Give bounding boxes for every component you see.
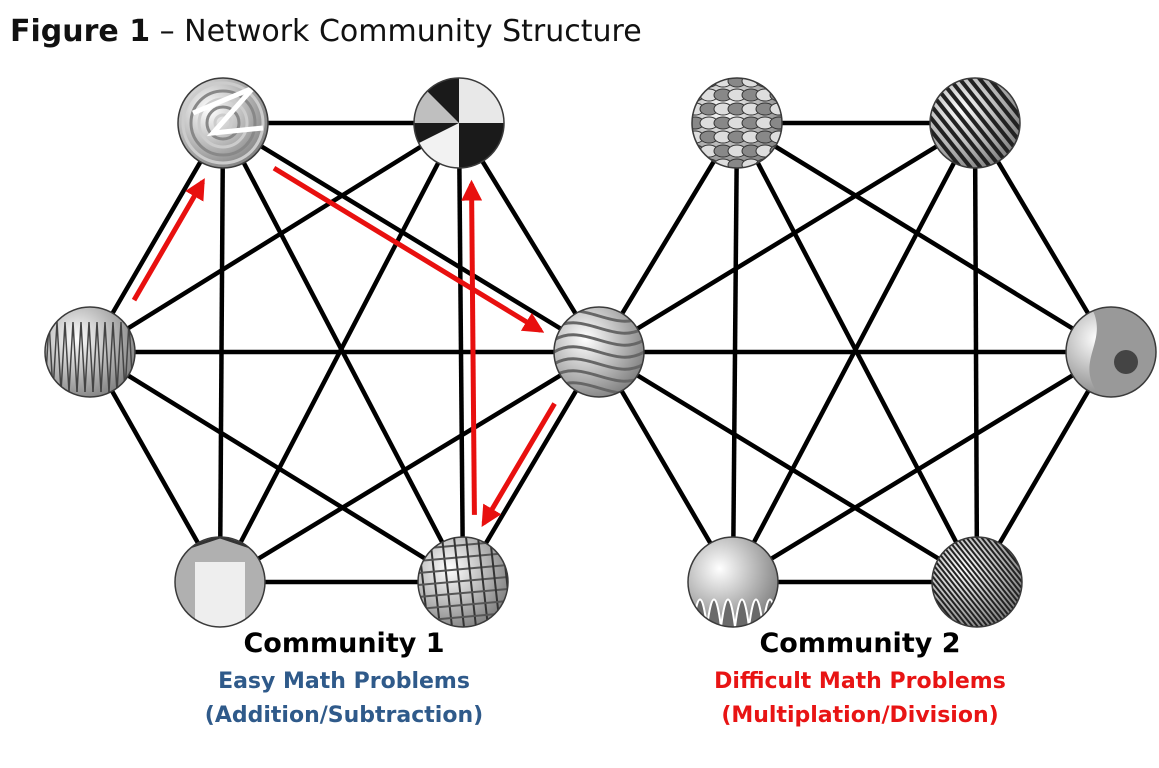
figure-title: Figure 1 – Network Community Structure xyxy=(10,14,642,49)
community-2-operations: (Multiplation/Division) xyxy=(721,703,999,728)
community-1-name: Community 1 xyxy=(243,628,445,659)
node-n11 xyxy=(687,536,779,628)
community-2-label: Community 2 Difficult Math Problems (Mul… xyxy=(700,628,1020,733)
edge-n9-n11 xyxy=(731,350,1113,584)
node-n7 xyxy=(691,77,783,169)
spike-texture xyxy=(45,307,135,397)
community-1-problem-type: Easy Math Problems (Addition/Subtraction… xyxy=(204,665,484,733)
node-n6 xyxy=(174,536,266,628)
swirl-texture xyxy=(178,78,268,168)
node-n9 xyxy=(1065,306,1157,398)
figure-label: Figure 1 xyxy=(10,14,151,49)
edge-n4-n6 xyxy=(218,350,601,584)
figure-title-text: Network Community Structure xyxy=(184,14,642,49)
edge-n4-n8 xyxy=(597,121,977,354)
community-2-problem-type-text: Difficult Math Problems xyxy=(714,669,1006,694)
walk-arrow-n3-n1 xyxy=(131,178,205,302)
grid-texture xyxy=(418,537,508,627)
walk-arrow-n1-n4 xyxy=(272,165,545,333)
community-1-label: Community 1 Easy Math Problems (Addition… xyxy=(204,628,484,733)
walk-arrow-n4-n5 xyxy=(481,402,557,528)
node-n1 xyxy=(177,77,269,169)
edge-n4-n10 xyxy=(597,350,979,584)
figure-title-separator: – xyxy=(150,14,185,49)
sector-texture xyxy=(414,78,504,168)
edge-n2-n3 xyxy=(88,121,461,354)
node-n4 xyxy=(553,306,645,398)
mosaic-texture xyxy=(692,78,782,168)
edge-n1-n4 xyxy=(221,121,601,354)
community-1-problem-type-text: Easy Math Problems xyxy=(218,669,470,694)
community-1-operations: (Addition/Subtraction) xyxy=(204,703,484,728)
node-n2 xyxy=(413,77,505,169)
community-2-name: Community 2 xyxy=(759,628,961,659)
community-2-problem-type: Difficult Math Problems (Multiplation/Di… xyxy=(700,665,1020,733)
edge-n3-n5 xyxy=(88,350,465,584)
walk-arrow-n5-n2 xyxy=(461,179,483,515)
walk-arrows-layer xyxy=(131,165,557,528)
node-n5 xyxy=(417,536,509,628)
edge-n7-n10 xyxy=(735,121,979,584)
blob-texture xyxy=(1066,307,1156,397)
node-n3 xyxy=(44,306,136,398)
edge-n8-n10 xyxy=(972,122,980,583)
edge-n7-n11 xyxy=(730,122,740,583)
edge-n7-n9 xyxy=(735,121,1113,354)
edge-n8-n11 xyxy=(731,121,977,584)
